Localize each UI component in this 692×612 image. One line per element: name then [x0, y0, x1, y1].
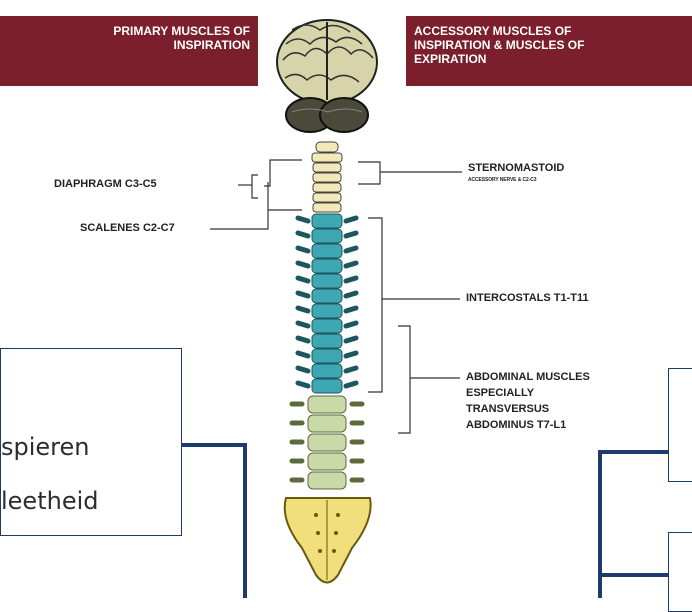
label-scalenes: SCALENES C2-C7 [80, 222, 175, 234]
overlay-box-right-bottom [668, 532, 692, 612]
sternomastoid-bracket [358, 162, 380, 184]
overlay-connectors [181, 445, 672, 598]
cervical-vertebrae [312, 142, 342, 212]
label-abdominal-line1: ABDOMINAL MUSCLES [466, 371, 590, 383]
sacrum [285, 498, 371, 583]
label-abdominal-line4: ABDOMINUS T7-L1 [466, 419, 566, 431]
left-connector [181, 445, 245, 598]
overlay-box-line2: leetheid [1, 487, 99, 515]
label-diaphragm: DIAPHRAGM C3-C5 [54, 178, 157, 190]
label-intercostals: INTERCOSTALS T1-T11 [466, 292, 589, 304]
label-sternomastoid-sub: ACCESSORY NERVE & C2-C3 [468, 177, 536, 183]
diaphragm-upper-connector [264, 160, 302, 186]
abdominal-bracket [398, 326, 410, 433]
brain-illustration [277, 20, 377, 132]
label-sternomastoid: STERNOMASTOID [468, 162, 564, 174]
scalenes-bracket [210, 182, 302, 229]
diaphragm-bracket [252, 175, 258, 198]
intercostals-bracket [368, 218, 382, 392]
overlay-box-line1: spieren [1, 433, 90, 461]
label-abdominal-line2: ESPECIALLY [466, 387, 534, 399]
label-abdominal-line3: TRANSVERSUS [466, 403, 549, 415]
overlay-box-right-top [668, 368, 692, 482]
lumbar-vertebrae [292, 396, 362, 489]
thoracic-vertebrae [298, 214, 356, 393]
overlay-text-box: spieren leetheid [0, 348, 182, 536]
